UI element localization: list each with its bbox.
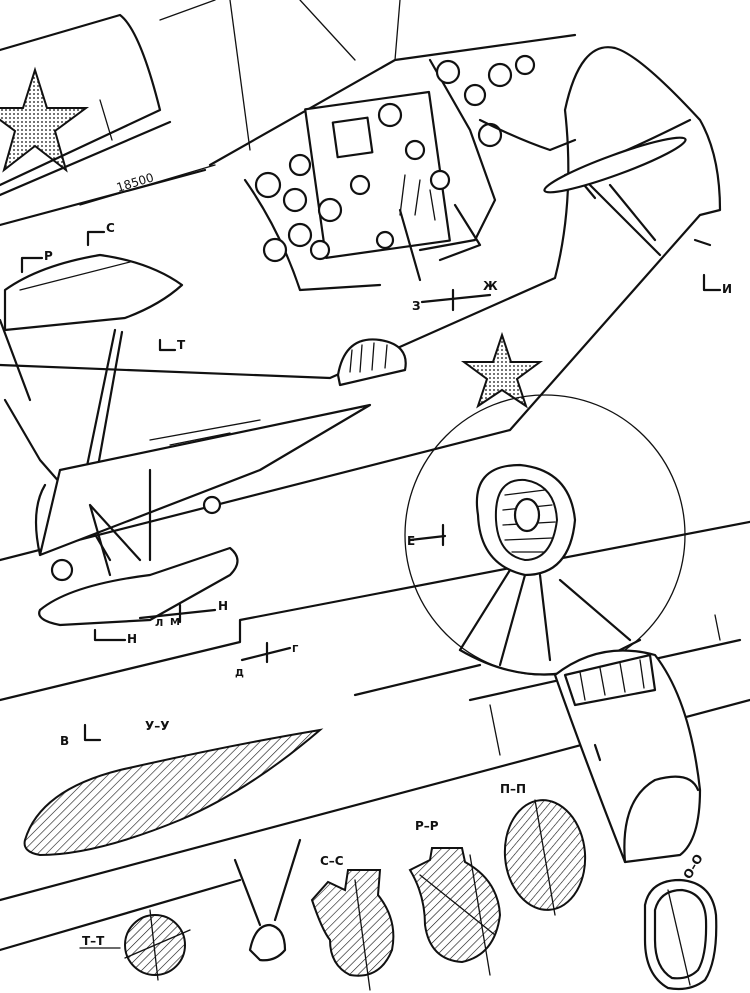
section-marker-e: Е [407,523,447,548]
svg-text:З: З [412,299,421,313]
section-marker-z-zh: З Ж [412,279,498,313]
svg-text:И: И [722,282,732,296]
svg-text:Д: Д [235,668,244,679]
svg-text:Т: Т [177,338,186,352]
section-oo-label: О–О [680,852,705,882]
section-pp: П–П [500,782,587,916]
section-marker-n-l-m-n: Н Л М Н [93,599,228,646]
section-tt: Т–Т [79,909,191,981]
svg-text:Р: Р [44,249,53,263]
section-marker-d-g: Д Г [235,641,299,679]
dorsal-hatch [336,338,407,387]
svg-text:Ж: Ж [483,279,498,293]
section-marker-s: С [86,221,115,247]
svg-text:Г: Г [292,644,299,655]
engine-nacelle [553,649,702,864]
section-ss: С–С [310,854,395,991]
star-emblem-icon [0,66,90,173]
section-marker-i: И [702,273,732,296]
svg-text:Е: Е [407,534,415,548]
svg-text:С: С [106,221,115,235]
svg-text:В: В [60,734,69,748]
float-wing [38,403,372,582]
svg-text:Н: Н [127,632,137,646]
section-oo: О–О [643,852,718,991]
svg-text:Н: Н [218,599,228,613]
lower-gear [233,838,302,962]
fuselage [0,46,722,562]
section-rr-label: Р–Р [415,819,439,833]
section-pp-label: П–П [500,782,526,796]
svg-text:М: М [170,617,180,628]
section-tt-label: Т–Т [82,934,105,948]
dimension-18500: 18500 [79,164,216,206]
cockpit-panel [159,0,577,292]
wingtip-float: Т [3,253,186,352]
section-rr: Р–Р [408,819,502,976]
fuselage-star-icon [460,331,544,409]
svg-text:Л: Л [155,618,163,629]
main-float [38,468,239,627]
propeller-disc [404,394,686,676]
section-uu-label: У–У [145,719,170,733]
wing-tip-top-left [0,13,207,227]
section-marker-r: Р [20,249,53,274]
section-ss-label: С–С [320,854,344,868]
dimension-value: 18500 [115,170,156,195]
section-uu: В У–У [23,719,324,857]
